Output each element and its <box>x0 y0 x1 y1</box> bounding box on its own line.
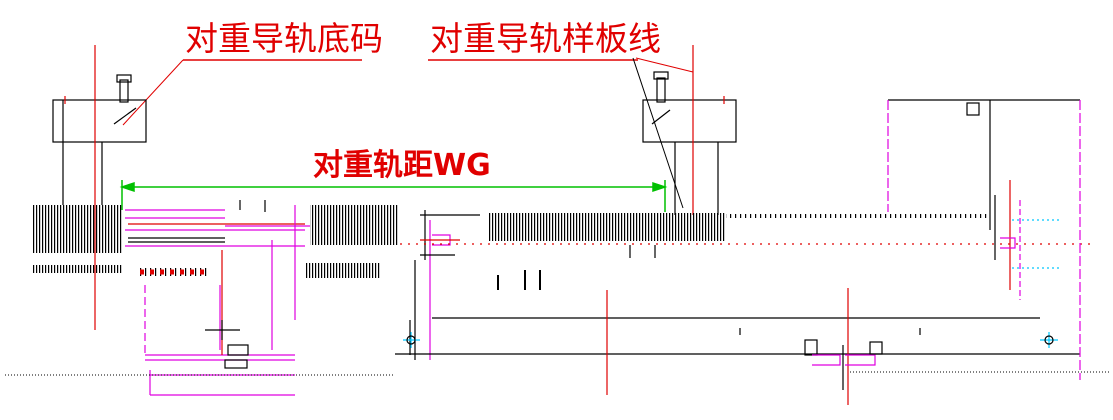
bottom-bracket <box>804 339 883 390</box>
label-rail-bracket-leader <box>122 59 184 126</box>
middle-guide <box>414 210 541 360</box>
label-template-line: 对重导轨样板线 <box>430 19 661 58</box>
left-rail-detail <box>125 205 310 396</box>
right-car-frame <box>887 99 1081 380</box>
rail-gauge-dimension <box>119 180 668 212</box>
right-bracket <box>642 71 737 215</box>
minor-ticks <box>239 200 921 335</box>
left-bolt-assembly <box>205 320 249 369</box>
cyan-markers <box>403 332 1058 348</box>
left-bracket <box>52 74 147 205</box>
platform-lines <box>395 317 1080 355</box>
red-axes <box>606 288 849 405</box>
wall-hatching <box>33 205 988 278</box>
label-template-line-leader-b <box>635 57 694 73</box>
label-rail-gauge: 对重轨距WG <box>313 148 491 183</box>
label-rail-bracket: 对重导轨底码 <box>185 19 383 58</box>
